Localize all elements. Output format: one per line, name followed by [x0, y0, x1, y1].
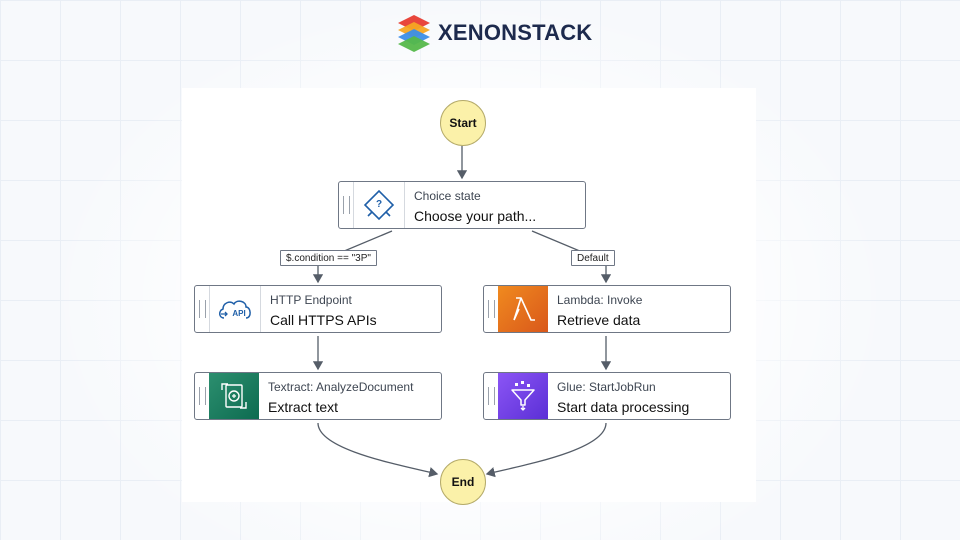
- svg-text:?: ?: [376, 199, 382, 210]
- glue-icon: [498, 373, 548, 419]
- end-label: End: [451, 475, 475, 489]
- textract-title: Extract text: [268, 399, 339, 415]
- api-cloud-icon: API: [209, 286, 261, 332]
- svg-text:API: API: [232, 309, 245, 318]
- end-state[interactable]: End: [440, 459, 486, 505]
- start-label: Start: [449, 116, 477, 130]
- textract-type: Textract: AnalyzeDocument: [268, 380, 414, 394]
- brand-name: XENONSTACK: [438, 20, 593, 45]
- choice-title: Choose your path...: [414, 208, 537, 224]
- drag-handle-icon[interactable]: [195, 286, 209, 332]
- choice-state-node[interactable]: ? Choice state Choose your path...: [338, 181, 586, 229]
- edge-textract-end: [317, 422, 439, 478]
- lambda-type: Lambda: Invoke: [557, 293, 643, 307]
- choice-icon: ?: [353, 182, 405, 228]
- condition-label-right[interactable]: Default: [571, 250, 615, 266]
- http-endpoint-node[interactable]: API HTTP Endpoint Call HTTPS APIs: [194, 285, 442, 333]
- xenonstack-logo-icon: [398, 15, 430, 52]
- drag-handle-icon[interactable]: [195, 373, 209, 419]
- http-type: HTTP Endpoint: [270, 293, 352, 307]
- textract-node[interactable]: Textract: AnalyzeDocument Extract text: [194, 372, 442, 420]
- drag-handle-icon[interactable]: [484, 286, 498, 332]
- edge-glue-end: [485, 422, 607, 478]
- http-title: Call HTTPS APIs: [270, 312, 377, 328]
- lambda-title: Retrieve data: [557, 312, 641, 328]
- drag-handle-icon[interactable]: [339, 182, 353, 228]
- drag-handle-icon[interactable]: [484, 373, 498, 419]
- choice-type: Choice state: [414, 189, 481, 203]
- start-state[interactable]: Start: [440, 100, 486, 146]
- glue-type: Glue: StartJobRun: [557, 380, 656, 394]
- glue-node[interactable]: Glue: StartJobRun Start data processing: [483, 372, 731, 420]
- textract-icon: [209, 373, 259, 419]
- condition-label-left[interactable]: $.condition == "3P": [280, 250, 377, 266]
- brand-logo: XENONSTACK: [394, 13, 592, 53]
- glue-title: Start data processing: [557, 399, 690, 415]
- lambda-invoke-node[interactable]: Lambda: Invoke Retrieve data: [483, 285, 731, 333]
- lambda-icon: [498, 286, 548, 332]
